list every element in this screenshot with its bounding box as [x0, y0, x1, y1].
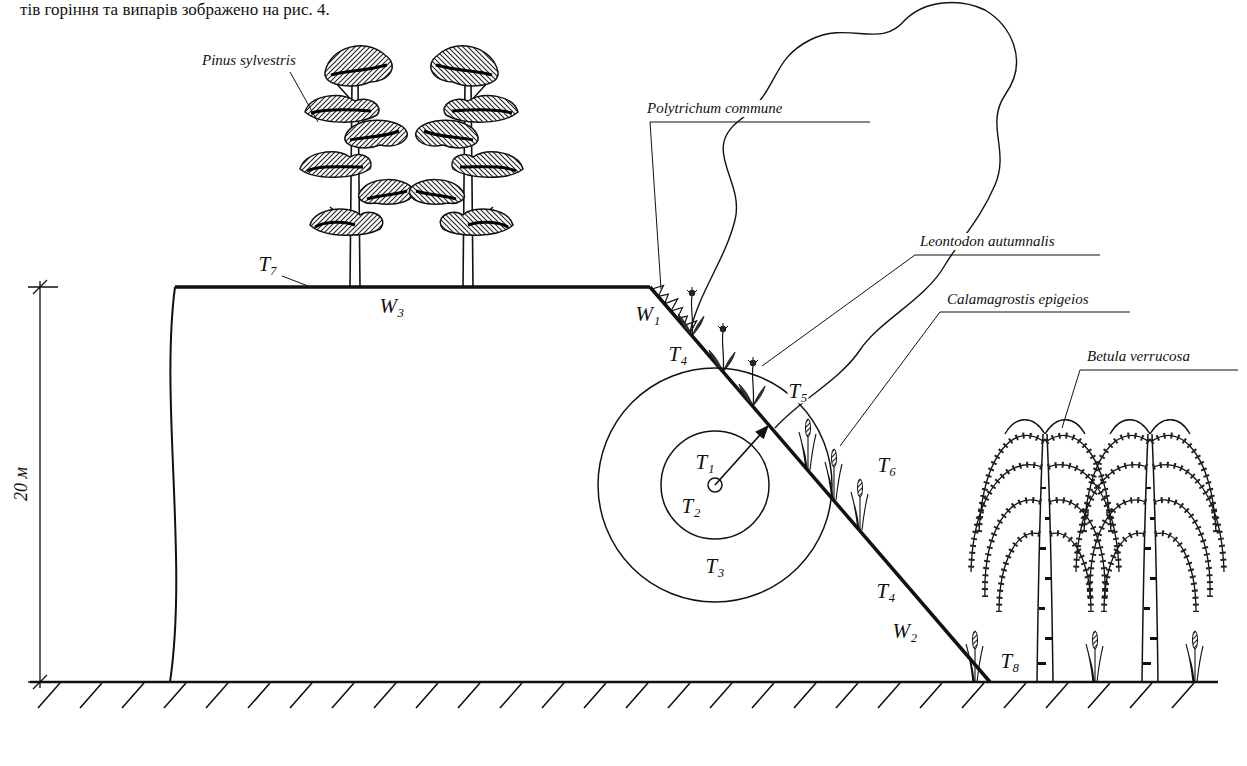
ground-hatch-stroke [752, 683, 774, 708]
ground-hatch-stroke [920, 683, 942, 708]
dandelion-plant [678, 287, 704, 336]
combustion-zone: T₁ [707, 477, 723, 493]
zone-circle [661, 431, 769, 539]
species-label: Betula verrucosa [1085, 348, 1192, 365]
zone-label: T₂ [681, 495, 702, 518]
dandelion-plant [709, 323, 735, 372]
species-label: Pinus sylvestris [200, 52, 298, 69]
ground-hatch-stroke [1046, 683, 1068, 708]
temperature-label: T₄ [876, 580, 897, 603]
ground-hatch-stroke [290, 683, 312, 708]
zone-outline [707, 477, 723, 493]
zone-label: T₃ [705, 555, 726, 578]
ground-hatch-stroke [1172, 683, 1194, 708]
dandelion-plant [739, 357, 765, 406]
ground-hatch-stroke [458, 683, 480, 708]
birch-tree [1076, 420, 1224, 682]
zone-label: T₁ [695, 451, 716, 474]
dimension-line [28, 280, 58, 689]
ground-hatch-stroke [1004, 683, 1026, 708]
ground-hatch-stroke [542, 683, 564, 708]
ground-hatch-stroke [668, 683, 690, 708]
species-label: Leontodon autumnalis [918, 233, 1057, 250]
pine-tree [410, 46, 523, 287]
grass-tuft [851, 479, 868, 530]
zone-circle [598, 368, 832, 602]
ground-hatch-stroke [38, 683, 60, 708]
ground-hatch-stroke [374, 683, 396, 708]
ground-hatch-stroke [122, 683, 144, 708]
temperature-label: T₇ [258, 253, 279, 276]
ground-hatch-stroke [794, 683, 816, 708]
zone-outline [660, 430, 770, 540]
grass-tuft [1186, 631, 1203, 682]
birch-tree [971, 420, 1119, 682]
grass-tuft [799, 419, 816, 470]
temperature-label: T₆ [877, 454, 898, 477]
ground-hatch-stroke [500, 683, 522, 708]
species-label: Polytrichum commune [645, 100, 784, 117]
ground-hatch-stroke [878, 683, 900, 708]
ground-hatching [38, 683, 1194, 708]
dimension-label: 20 м [12, 467, 32, 501]
ground-hatch-stroke [332, 683, 354, 708]
ground-hatch-stroke [710, 683, 732, 708]
heap-slope [650, 287, 990, 682]
heap-top [175, 285, 650, 289]
moisture-label: W₃ [379, 295, 406, 318]
ground-hatch-stroke [416, 683, 438, 708]
species-label: Calamagrostis epigeios [945, 291, 1091, 308]
grass-tuft [825, 449, 842, 500]
pine-tree [300, 46, 413, 287]
moisture-label: W₁ [635, 303, 662, 326]
ground-line [30, 681, 1218, 684]
ground-hatch-stroke [248, 683, 270, 708]
grass-tuft [966, 631, 983, 682]
ground-hatch-stroke [626, 683, 648, 708]
heap-side [170, 287, 176, 682]
leader-lines [282, 72, 1238, 446]
temperature-label: T₄ [668, 343, 689, 366]
caption-fragment: тів горіння та випарів зображено на рис.… [20, 1, 330, 20]
ground-hatch-stroke [1088, 683, 1110, 708]
moisture-label: W₂ [892, 620, 919, 643]
ground-hatch-stroke [80, 683, 102, 708]
ground-hatch-stroke [836, 683, 858, 708]
ground-hatch-stroke [206, 683, 228, 708]
ground-hatch-stroke [164, 683, 186, 708]
combustion-zone: T₂ T₁ [660, 430, 770, 540]
temperature-label: T₈ [1000, 650, 1021, 673]
grass-tuft [1086, 631, 1103, 682]
ground-hatch-stroke [1130, 683, 1152, 708]
ground-hatch-stroke [584, 683, 606, 708]
ground-hatch-stroke [962, 683, 984, 708]
smoke-plume [690, 3, 1016, 428]
temperature-label: T₅ [788, 380, 809, 403]
zone-circle [708, 478, 722, 492]
